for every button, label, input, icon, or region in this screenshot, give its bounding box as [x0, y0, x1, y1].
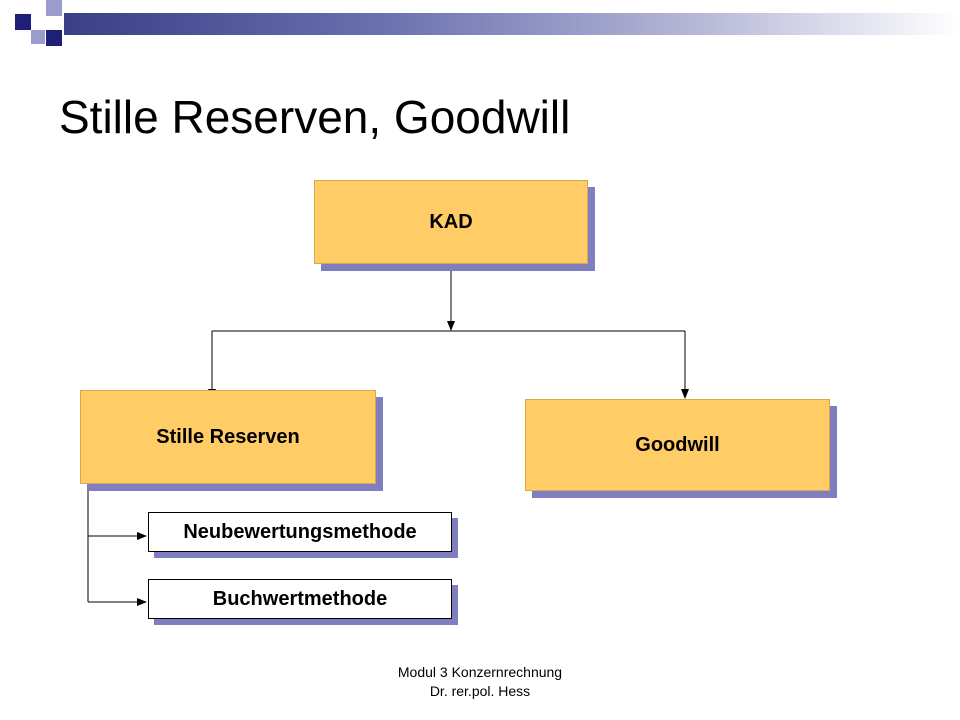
header-square-navy — [46, 30, 62, 46]
buchwertmethode-box: Buchwertmethode — [148, 579, 452, 619]
neubewertungsmethode-box: Neubewertungsmethode — [148, 512, 452, 552]
slide-footer: Modul 3 Konzernrechnung Dr. rer.pol. Hes… — [0, 663, 960, 701]
stille-reserven-box: Stille Reserven — [80, 390, 376, 484]
footer-line-1: Modul 3 Konzernrechnung — [397, 664, 563, 680]
goodwill-box: Goodwill — [525, 399, 830, 491]
header-square-navy — [15, 14, 31, 30]
header-gradient-bar — [64, 13, 960, 35]
header-square-light — [31, 30, 45, 44]
header-square-light — [46, 0, 62, 16]
kad-box: KAD — [314, 180, 588, 264]
slide-title: Stille Reserven, Goodwill — [59, 91, 571, 143]
footer-line-2: Dr. rer.pol. Hess — [429, 683, 531, 699]
